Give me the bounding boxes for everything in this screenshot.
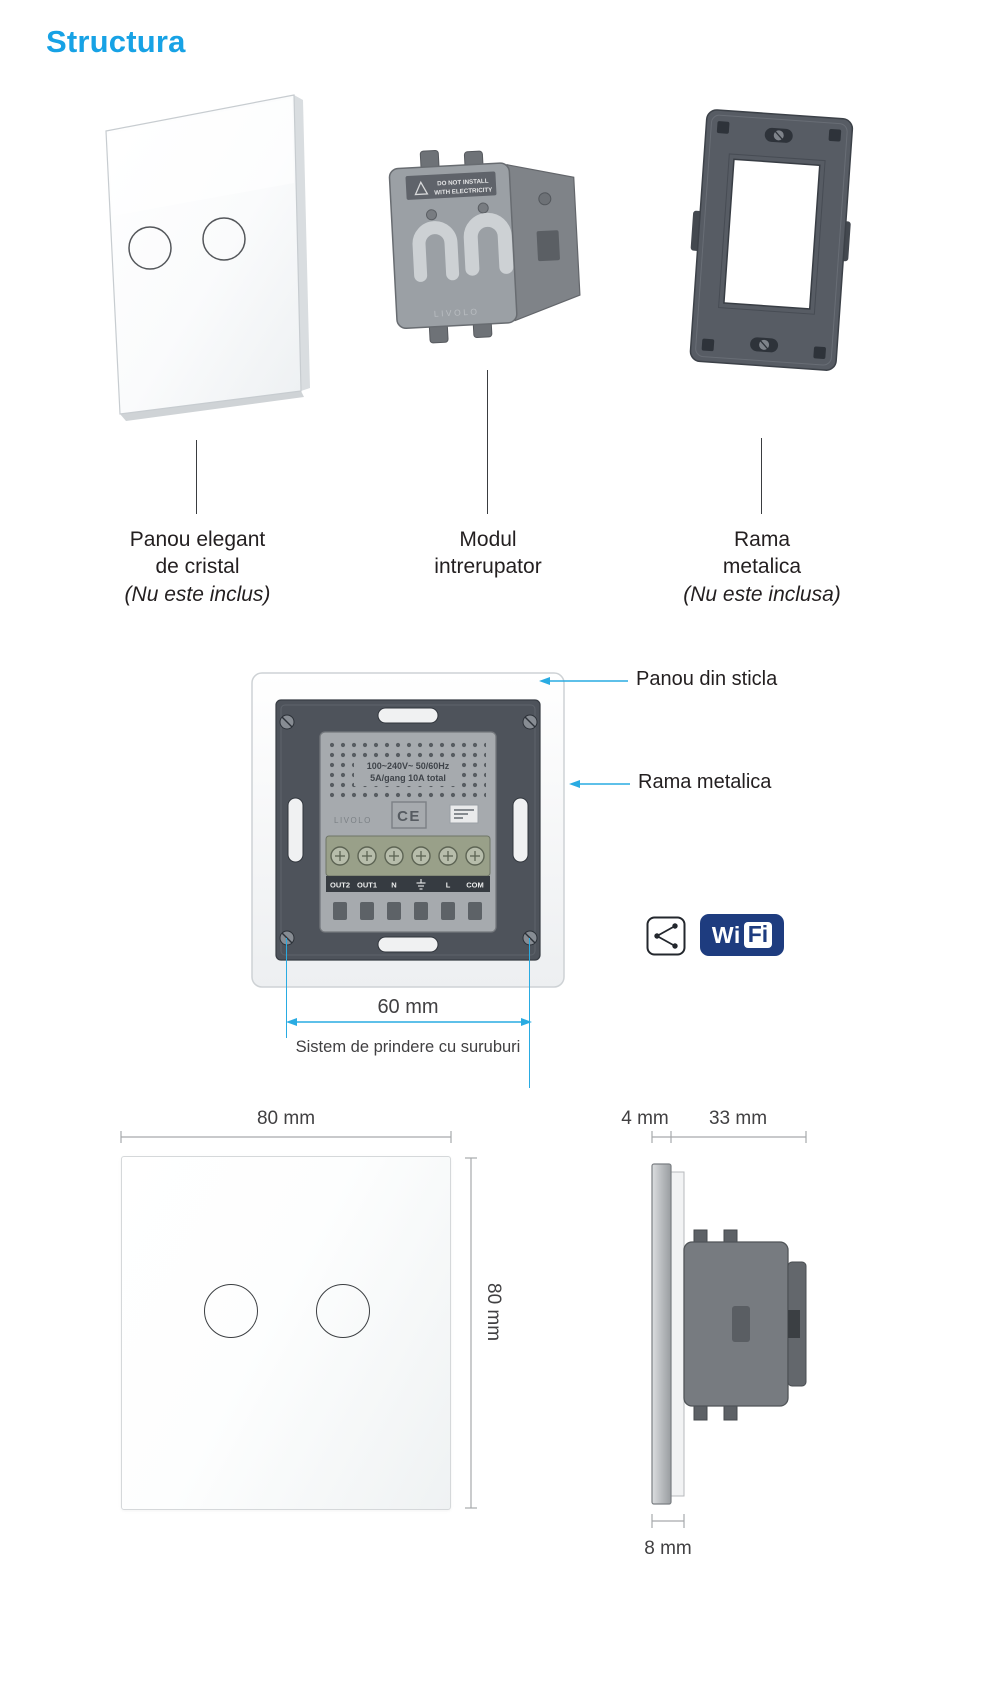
frame-opening-lip [718, 153, 826, 315]
caption-text: Rama [733, 528, 791, 551]
frame-bevel [695, 114, 848, 366]
dimension-label-panel-depth: 8 mm [644, 1538, 692, 1559]
callout-label-glass: Panou din sticla [636, 668, 778, 690]
wifi-fi-text: Fi [743, 921, 773, 948]
callout-arrow-glass [539, 677, 628, 685]
terminal-label: OUT1 [357, 881, 377, 890]
dimension-label-glass-thickness: 4 mm [621, 1108, 669, 1129]
caption-module: Modul intrerupator [388, 526, 588, 581]
side-module [683, 1229, 807, 1421]
warning-label [405, 171, 497, 200]
caption-glass-panel: Panou elegant de cristal (Nu este inclus… [90, 526, 305, 608]
dimension-label-front-height: 80 mm [483, 1283, 504, 1342]
panel-sheen [108, 98, 294, 216]
dimension-line-side-top [651, 1131, 807, 1143]
leader-line-module [487, 370, 488, 514]
wifi-wi-text: Wi [711, 921, 741, 948]
caption-text: metalica [722, 555, 802, 579]
terminal-label: OUT2 [330, 881, 350, 890]
module-spec-line2: 5A/gang 10A total [370, 773, 446, 783]
frame-screw-slot [774, 130, 783, 141]
metal-frame-illustration [689, 109, 854, 371]
module-perforations [330, 738, 486, 800]
dimension-line-panel-depth [651, 1514, 685, 1528]
two-way-switch-icon [646, 916, 686, 956]
mounting-note: Sistem de prindere cu suruburi [295, 1038, 521, 1056]
leader-line-glass-panel [196, 440, 197, 514]
assembly-frame-slots [287, 707, 529, 953]
side-view-illustration [651, 1163, 807, 1505]
front-view-panel [121, 1156, 451, 1510]
mounting-screws [279, 714, 538, 946]
callout-arrow-frame [569, 780, 630, 788]
dimension-extension-line-left [286, 938, 287, 1038]
module-screw [477, 202, 489, 214]
side-module-claws [693, 1229, 738, 1421]
dimension-label-module-depth: 33 mm [708, 1108, 768, 1129]
ce-mark-box [391, 801, 427, 829]
caption-note: (Nu este inclusa) [683, 582, 841, 606]
module-side-screw [538, 192, 552, 206]
terminal-label: L [446, 881, 451, 890]
earth-symbol-icon [416, 879, 426, 890]
module-screw [426, 209, 438, 221]
dimension-line-front-width [120, 1131, 452, 1143]
caption-text: Modul [459, 528, 517, 551]
dimension-label-60mm: 60 mm [377, 996, 439, 1018]
module-brand-text: LIVOLO [434, 306, 480, 318]
touch-ring-icon [204, 1284, 258, 1338]
frame-opening [723, 158, 821, 310]
leader-line-frame [761, 438, 762, 514]
warning-text-line2: WITH ELECTRICITY [434, 187, 493, 197]
warning-text-line1: DO NOT INSTALL [437, 178, 489, 188]
assembly-frame-bevel [280, 704, 536, 956]
side-module-notch [788, 1310, 800, 1338]
terminal-screw-slots [335, 851, 480, 861]
terminal-label: N [391, 881, 396, 890]
caption-text: Panou elegant [129, 528, 266, 551]
caption-note: (Nu este inclus) [124, 582, 271, 606]
side-module-slot [732, 1306, 750, 1342]
frame-screw-slot [759, 340, 769, 350]
callout-label-frame: Rama metalica [638, 771, 772, 793]
small-label [449, 804, 479, 824]
module-brand-embossed: LIVOLO [334, 816, 372, 825]
module-spec-line1: 100~240V~ 50/60Hz [367, 761, 450, 771]
caption-frame: Rama metalica (Nu este inclusa) [660, 526, 864, 608]
side-glass-edge [651, 1163, 672, 1505]
assembly-back-view: 100~240V~ 50/60Hz 5A/gang 10A total LIVO… [251, 672, 565, 988]
ce-mark-text: CE [397, 808, 421, 825]
terminal-label-strip [326, 876, 490, 892]
caption-text: de cristal [155, 555, 240, 579]
page-title: Structura [46, 24, 186, 59]
contact-spring [463, 212, 514, 276]
dimension-label-front-width: 80 mm [256, 1108, 316, 1129]
caption-text: intrerupator [434, 555, 542, 579]
terminal-label: COM [466, 881, 484, 890]
touch-ring-icon [202, 217, 246, 261]
side-backing-plate [670, 1171, 685, 1497]
contact-spring [412, 221, 460, 282]
warning-triangle-icon [414, 180, 429, 196]
panel-edge-right [294, 95, 310, 391]
panel-edge-bottom [120, 391, 304, 421]
dimension-arrow-60mm [286, 1018, 532, 1026]
dimension-line-front-height [465, 1157, 477, 1509]
switch-module-illustration: DO NOT INSTALL WITH ELECTRICITY LIVOLO [388, 149, 581, 344]
glass-panel-illustration [105, 94, 310, 421]
wifi-logo: Wi Fi [700, 914, 784, 956]
touch-ring-icon [316, 1284, 370, 1338]
dimension-extension-line-right [529, 938, 530, 1088]
touch-ring-icon [128, 226, 172, 270]
wire-holes [333, 902, 482, 920]
module-side-slot [536, 230, 560, 262]
